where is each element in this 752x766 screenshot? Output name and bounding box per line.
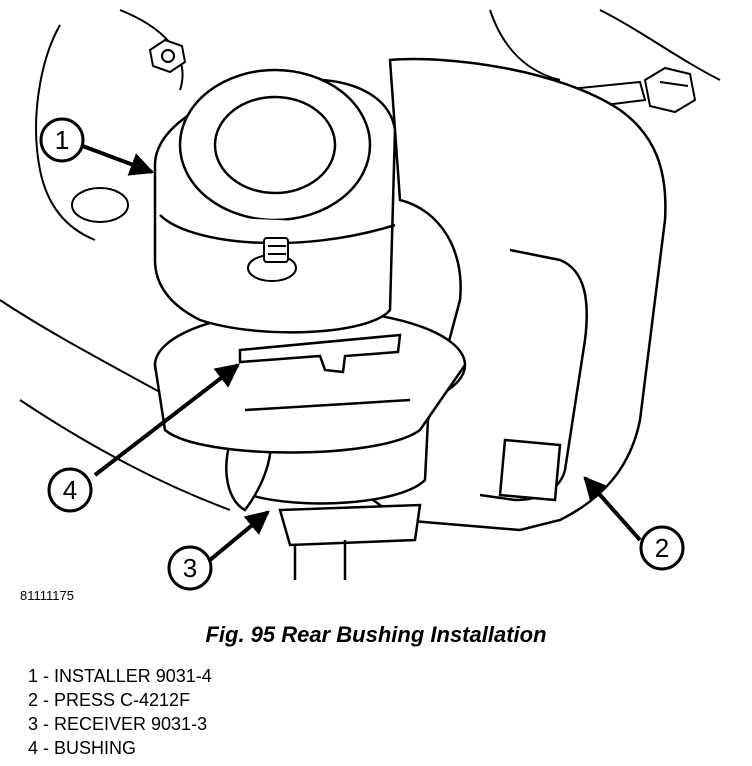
legend-item: 3 - RECEIVER 9031-3	[28, 714, 208, 734]
callout-arrow-2	[583, 476, 642, 542]
callout-4-number: 4	[63, 475, 77, 505]
callout-1: 1	[39, 117, 85, 163]
press-frame	[357, 57, 667, 532]
hex-bolt-icon	[148, 38, 187, 74]
callout-2-number: 2	[655, 533, 669, 563]
callout-2: 2	[639, 525, 685, 571]
legend-item: 2 - PRESS C-4212F	[28, 690, 191, 710]
figure-caption: Fig. 95 Rear Bushing Installation	[205, 622, 547, 647]
callout-3: 3	[167, 545, 213, 591]
set-screw-icon	[247, 237, 297, 282]
callout-arrow-3	[208, 510, 270, 562]
callout-arrows	[79, 143, 642, 562]
legend-item: 1 - INSTALLER 9031-4	[28, 666, 212, 686]
legend-list: 1 - INSTALLER 9031-4 2 - PRESS C-4212F 3…	[28, 664, 212, 760]
legend-item: 4 - BUSHING	[28, 738, 137, 758]
callout-arrow-1	[79, 143, 155, 176]
installer-tool	[153, 68, 397, 334]
figure-id: 81111175	[20, 588, 74, 603]
callout-arrow-4	[93, 363, 240, 477]
bushing-installation-diagram: 1 2 3 4	[0, 9, 721, 591]
callout-3-number: 3	[183, 553, 197, 583]
callout-1-number: 1	[55, 125, 69, 155]
callout-4: 4	[47, 467, 93, 513]
